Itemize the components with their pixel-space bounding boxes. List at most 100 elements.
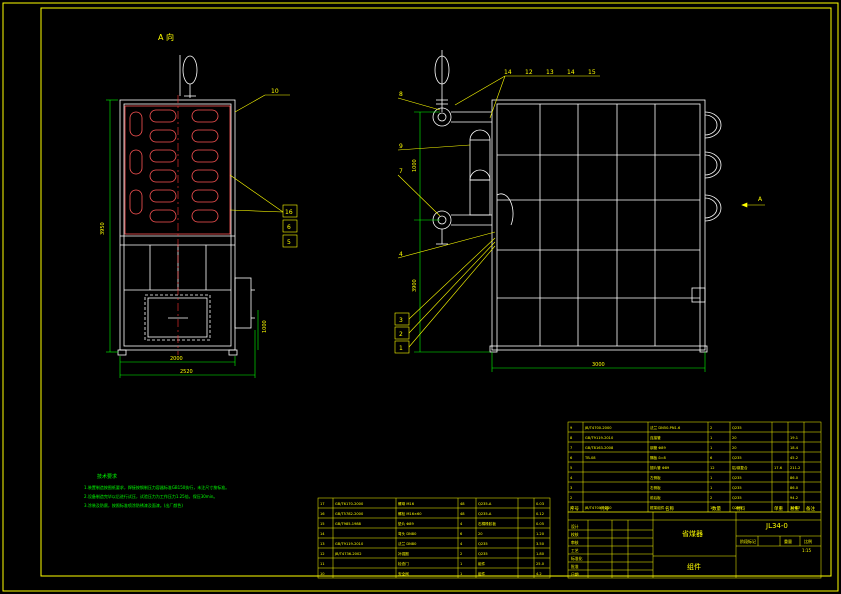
front-height-total-dim: 3900 [412, 279, 418, 292]
table-cell: 钢管 Φ89 [650, 445, 666, 450]
table-cell: 5 [570, 466, 572, 470]
table-cell: 11 [320, 562, 325, 566]
table-cell: Q235 [732, 486, 742, 490]
table-cell: 框架组件 [650, 505, 665, 510]
table-cell: JB/T4736-2002 [334, 552, 362, 556]
notes-line: 1.装置制造按图纸要求，焊接按钢制压力容器标准GB150执行，未注尺寸按标准。 [84, 484, 229, 490]
drawing-stage: 组件 [687, 562, 701, 571]
parts-list-left [317, 497, 551, 579]
table-cell: 4.2 [536, 572, 542, 576]
table-cell: 检查门 [398, 561, 409, 566]
table-cell: 20 [732, 436, 737, 440]
table-cell: 左侧板 [650, 475, 661, 480]
front-view-dimensions [414, 111, 706, 372]
table-cell: JB/T4700-2000 [584, 426, 612, 430]
table-cell: Q235 [478, 542, 488, 546]
table-cell: 0.03 [536, 502, 544, 506]
top-callout: 15 [588, 69, 596, 76]
title-label: 批准 [571, 564, 579, 569]
table-cell: GB/T9119-2010 [335, 542, 364, 546]
table-cell: 补强圈 [398, 551, 409, 556]
table-cell: 13 [320, 542, 325, 546]
title-label: 日期 [571, 572, 579, 577]
table-header: 备注 [806, 505, 815, 512]
table-header: 名称 [665, 505, 674, 512]
table-cell: 隔板 δ=8 [650, 455, 667, 460]
table-cell: 6 [570, 456, 573, 460]
table-cell: 4 [570, 476, 573, 480]
table-cell: 14 [320, 532, 325, 536]
side-view-dimensions [106, 99, 259, 378]
table-cell: 6 [710, 456, 713, 460]
table-cell: 1.80 [536, 552, 545, 556]
table-cell: 2 [460, 552, 462, 556]
notes-line: 2.设备制造完毕以后进行试压，试验压力为工作压力1.25倍，保压30min。 [84, 493, 217, 499]
inner-frame [40, 7, 832, 577]
table-cell: 8 [570, 436, 573, 440]
table-cell: 2 [710, 496, 712, 500]
table-cell: 306.7 [790, 506, 800, 510]
table-cell: 垫片 Φ89 [398, 521, 414, 526]
table-cell: 86.0 [790, 486, 799, 490]
title-label: 校核 [571, 532, 579, 537]
table-cell: 1 [570, 506, 572, 510]
table-cell: 12 [320, 552, 325, 556]
front-width-dim: 3000 [592, 362, 605, 368]
table-cell: 15 [320, 522, 325, 526]
table-cell: 翅片管 Φ89 [650, 465, 670, 470]
table-cell: 4 [460, 522, 463, 526]
table-header: 数量 [712, 505, 721, 512]
table-cell: 4 [460, 542, 463, 546]
table-cell: Q235 [732, 456, 742, 460]
table-cell: 94.2 [790, 496, 798, 500]
table-cell: 17 [320, 502, 325, 506]
top-callout: 14 [504, 69, 512, 76]
title-block [567, 511, 822, 579]
table-cell: 7 [570, 446, 572, 450]
table-cell: 48 [460, 512, 465, 516]
table-cell: TB-08 [584, 456, 596, 460]
table-cell: 安全阀 [398, 571, 409, 576]
left-callout: 8 [399, 91, 403, 98]
table-cell: 0.05 [536, 522, 544, 526]
table-cell: Q235-A [478, 512, 492, 516]
table-cell: 1 [710, 446, 712, 450]
left-callout: 9 [399, 143, 403, 150]
table-cell: Q235 [478, 552, 488, 556]
table-cell: 19.1 [790, 436, 798, 440]
table-cell: 6 [460, 532, 463, 536]
left-callout: 4 [399, 251, 403, 258]
notes-title: 技术要求 [97, 473, 117, 480]
side-inner-width-dim: 2000 [170, 356, 183, 362]
technical-notes: 技术要求 1.装置制造按图纸要求，焊接按钢制压力容器标准GB150执行，未注尺寸… [84, 473, 229, 508]
leader-label: 16 [285, 209, 293, 216]
parts-list-right [567, 421, 822, 513]
table-cell: 组件 [478, 571, 486, 576]
top-callout: 12 [525, 69, 533, 76]
table-header: 单重 [774, 505, 783, 512]
side-outer-width-dim: 2520 [180, 369, 193, 375]
table-cell: 211.2 [790, 466, 800, 470]
left-callout: 1 [399, 345, 403, 352]
leader-label: 10 [271, 88, 279, 95]
table-cell: 弯头 DN80 [398, 531, 417, 536]
table-cell: 0.12 [536, 512, 544, 516]
table-cell: Q235 [732, 476, 742, 480]
side-height-dim: 3950 [100, 222, 106, 235]
table-cell: 2 [570, 496, 572, 500]
table-cell: 20 [732, 446, 737, 450]
table-cell: 连接管 [650, 435, 661, 440]
table-cell: Q235 [732, 506, 742, 510]
table-cell: 18.4 [790, 446, 799, 450]
view-label: A 向 [158, 32, 174, 42]
table-cell: Q235-A [478, 502, 492, 506]
left-callout: 2 [399, 331, 403, 338]
scale-label: 比例 [804, 538, 812, 544]
table-cell: 3.50 [536, 542, 545, 546]
table-cell: 1 [460, 562, 462, 566]
table-cell: 1 [710, 476, 712, 480]
